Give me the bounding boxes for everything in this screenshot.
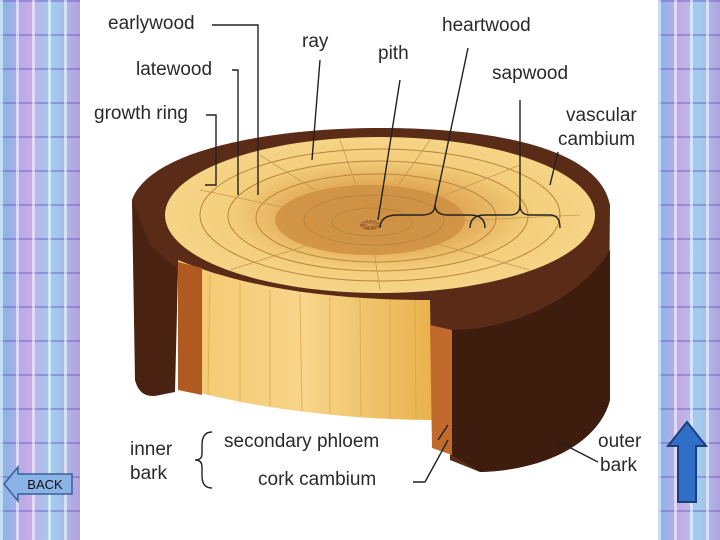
back-button-label: BACK <box>27 476 63 492</box>
label-growth-ring: growth ring <box>94 103 188 124</box>
label-vascular-cambium-line1: vascular <box>566 105 637 126</box>
tree-trunk-diagram <box>132 24 610 489</box>
outer-bark-front <box>452 250 610 472</box>
back-button[interactable]: BACK <box>2 465 74 503</box>
label-ray: ray <box>302 31 329 52</box>
up-arrow-icon[interactable] <box>666 420 708 504</box>
label-vascular-cambium-line2: cambium <box>558 129 636 150</box>
label-outer-bark-line1: outer <box>598 431 642 452</box>
label-secondary-phloem: secondary phloem <box>224 431 380 452</box>
label-inner-bark-line2: bark <box>130 463 167 484</box>
wood-grain <box>207 274 417 420</box>
label-latewood: latewood <box>136 59 213 80</box>
label-inner-bark-line1: inner <box>130 439 173 460</box>
label-pith: pith <box>378 43 409 64</box>
growth-rings <box>199 148 561 282</box>
cell-texture-left <box>0 0 80 540</box>
bark-front-left <box>132 200 178 396</box>
secondary-phloem-left <box>178 262 202 395</box>
label-outer-bark-line2: bark <box>600 455 637 476</box>
label-earlywood: earlywood <box>108 13 195 34</box>
leader-lines <box>194 24 599 489</box>
back-arrow-icon <box>3 465 73 503</box>
wood-side <box>178 260 432 420</box>
label-cork-cambium: cork cambium <box>258 469 377 490</box>
label-heartwood: heartwood <box>442 15 531 36</box>
inner-bark-cut <box>430 325 452 455</box>
label-sapwood: sapwood <box>492 63 569 84</box>
